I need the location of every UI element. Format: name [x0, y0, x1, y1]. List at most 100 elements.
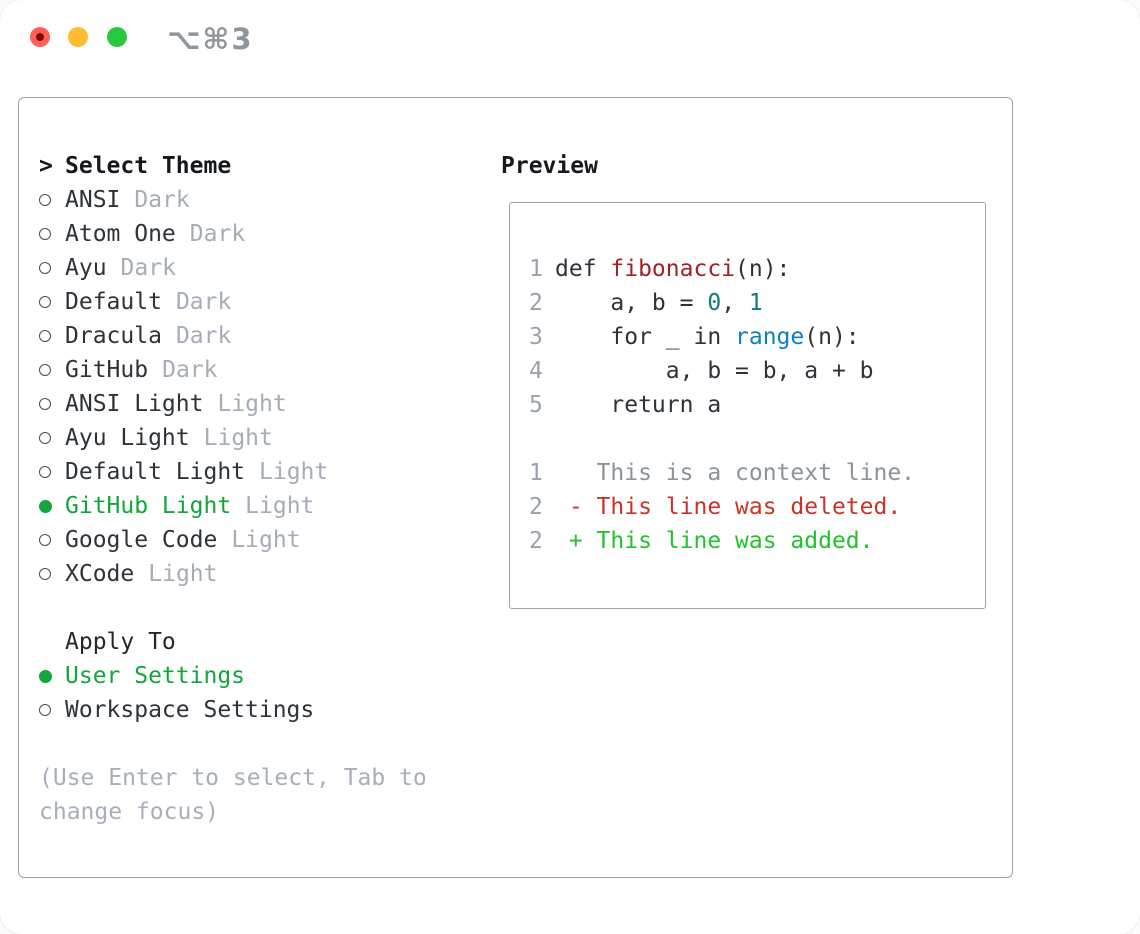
option-label: Default Light — [65, 459, 246, 485]
option-label: ANSI — [65, 187, 121, 213]
radio-icon — [39, 466, 51, 478]
select-theme-label: Select Theme — [65, 153, 232, 179]
theme-option-ansi[interactable]: ANSI Dark — [39, 183, 501, 217]
radio-icon — [39, 296, 51, 308]
radio-gutter — [39, 296, 65, 308]
line-number: 4 — [529, 358, 543, 384]
theme-option-github[interactable]: GitHub Dark — [39, 353, 501, 387]
radio-gutter — [39, 194, 65, 206]
line-number: 3 — [529, 324, 543, 350]
radio-icon — [39, 432, 51, 444]
option-variant-tag: Light — [259, 459, 329, 485]
option-label: Atom One — [65, 221, 176, 247]
theme-option-ansi-light[interactable]: ANSI Light Light — [39, 387, 501, 421]
option-variant-tag: Light — [245, 493, 315, 519]
theme-option-xcode[interactable]: XCode Light — [39, 557, 501, 591]
select-theme-header: > Select Theme — [39, 149, 501, 183]
close-button[interactable] — [30, 27, 50, 47]
option-variant-tag: Light — [231, 527, 301, 553]
option-label: Default — [65, 289, 162, 315]
apply-to-header: Apply To — [39, 625, 501, 659]
theme-list-column: > Select Theme ANSI Dark Atom One Dark A… — [39, 149, 501, 877]
radio-icon — [39, 398, 51, 410]
theme-picker-panel: > Select Theme ANSI Dark Atom One Dark A… — [18, 97, 1013, 878]
radio-gutter — [39, 364, 65, 376]
radio-icon — [39, 364, 51, 376]
theme-list: ANSI Dark Atom One Dark Ayu Dark Default… — [39, 183, 501, 591]
radio-icon — [39, 330, 51, 342]
preview-line-blank — [529, 422, 975, 456]
header-gutter: > — [39, 149, 65, 183]
option-variant-tag: Light — [148, 561, 218, 587]
theme-option-github-light[interactable]: GitHub Light Light — [39, 489, 501, 523]
theme-option-atom-one[interactable]: Atom One Dark — [39, 217, 501, 251]
radio-gutter — [39, 669, 65, 683]
preview-line-context: 1 This is a context line. — [529, 456, 975, 490]
radio-gutter — [39, 398, 65, 410]
radio-gutter — [39, 466, 65, 478]
line-number: 2 — [529, 494, 543, 520]
theme-option-ayu-light[interactable]: Ayu Light Light — [39, 421, 501, 455]
apply-to-label: Apply To — [65, 629, 176, 655]
preview-line-code: 3 for _ in range(n): — [529, 320, 975, 354]
hint-line-1: (Use Enter to select, Tab to — [39, 765, 427, 791]
spacer — [39, 727, 501, 761]
zoom-button[interactable] — [107, 27, 127, 47]
option-label: GitHub — [65, 357, 149, 383]
prompt-arrow-icon: > — [39, 153, 53, 179]
option-label: Google Code — [65, 527, 218, 553]
preview-line-deleted: 2 - This line was deleted. — [529, 490, 975, 524]
option-label: User Settings — [65, 663, 246, 689]
apply-to-list: User Settings Workspace Settings — [39, 659, 501, 727]
option-variant-tag: Dark — [162, 357, 218, 383]
option-variant-tag: Dark — [175, 323, 232, 349]
radio-selected-icon — [39, 669, 52, 683]
radio-gutter — [39, 534, 65, 546]
radio-icon — [39, 262, 51, 274]
line-number: 1 — [529, 256, 543, 282]
window-title: ⌥⌘3 — [167, 22, 254, 56]
option-label: Ayu Light — [65, 425, 190, 451]
radio-icon — [39, 194, 51, 206]
minimize-button[interactable] — [68, 27, 88, 47]
option-variant-tag: Dark — [189, 221, 246, 247]
option-variant-tag: Light — [217, 391, 287, 417]
preview-line-code: 4 a, b = b, a + b — [529, 354, 975, 388]
apply-option-workspace-settings[interactable]: Workspace Settings — [39, 693, 501, 727]
hint-line-2: change focus) — [39, 799, 220, 825]
line-number: 2 — [529, 528, 543, 554]
theme-option-google-code[interactable]: Google Code Light — [39, 523, 501, 557]
preview-line-code: 5 return a — [529, 388, 975, 422]
option-variant-tag: Dark — [175, 289, 232, 315]
line-number: 5 — [529, 392, 543, 418]
line-number: 1 — [529, 460, 543, 486]
radio-gutter — [39, 568, 65, 580]
theme-option-default-light[interactable]: Default Light Light — [39, 455, 501, 489]
radio-gutter — [39, 432, 65, 444]
theme-option-ayu[interactable]: Ayu Dark — [39, 251, 501, 285]
preview-line-added: 2 + This line was added. — [529, 524, 975, 558]
option-label: Dracula — [65, 323, 162, 349]
option-variant-tag: Dark — [120, 255, 176, 281]
option-label: Ayu — [65, 255, 107, 281]
radio-icon — [39, 534, 51, 546]
preview-title: Preview — [501, 153, 598, 179]
theme-option-dracula[interactable]: Dracula Dark — [39, 319, 501, 353]
option-label: GitHub Light — [65, 493, 232, 519]
radio-icon — [39, 228, 51, 240]
theme-option-default[interactable]: Default Dark — [39, 285, 501, 319]
radio-selected-icon — [39, 499, 52, 513]
option-label: Workspace Settings — [65, 697, 315, 723]
radio-gutter — [39, 228, 65, 240]
apply-option-user-settings[interactable]: User Settings — [39, 659, 501, 693]
radio-gutter — [39, 262, 65, 274]
option-label: ANSI Light — [65, 391, 204, 417]
titlebar: ⌥⌘3 — [0, 0, 1140, 80]
line-number: 2 — [529, 290, 543, 316]
radio-gutter — [39, 704, 65, 716]
radio-icon — [39, 704, 51, 716]
preview-line-code: 2 a, b = 0, 1 — [529, 286, 975, 320]
